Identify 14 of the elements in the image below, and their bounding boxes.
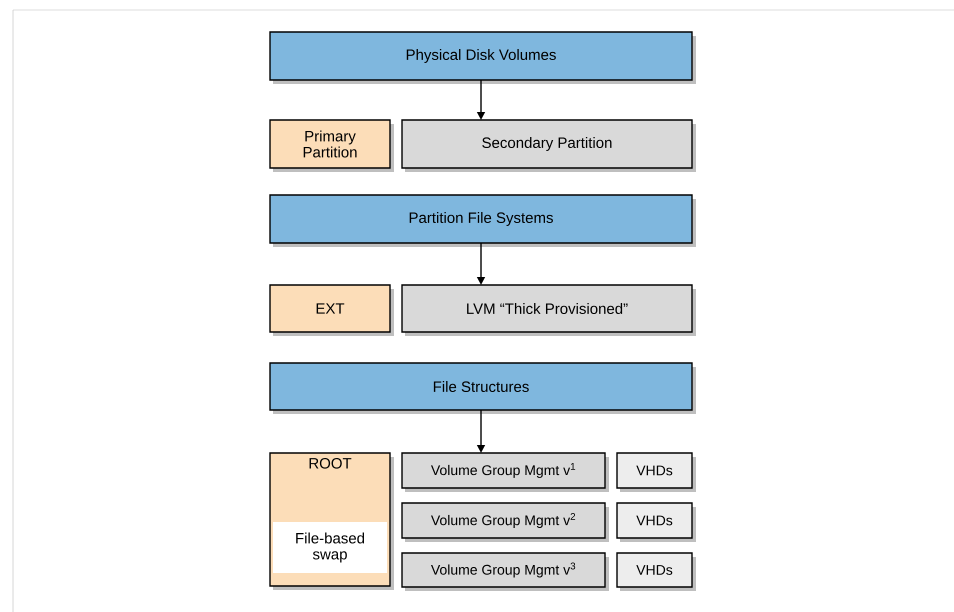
partition-box: Primary Partition (269, 119, 394, 172)
volume-group-box: Volume Group Mgmt v$^{2}$ (401, 502, 609, 542)
vhd-box: VHDs (616, 552, 696, 591)
layer-bar: File Structures (269, 362, 696, 414)
volume-group-box: Volume Group Mgmt v$^{3}$ (401, 552, 609, 591)
vhd-box: VHDs (616, 502, 696, 542)
partition-box: Secondary Partition (401, 119, 696, 172)
layer-bar: Physical Disk Volumes (269, 31, 696, 84)
volume-group-box: Volume Group Mgmt v$^{1}$ (401, 452, 609, 492)
layer-bar: Partition File Systems (269, 194, 696, 247)
swap-box: File-based swap (273, 522, 387, 573)
vhd-box: VHDs (616, 452, 696, 492)
file-system-box: LVM “Thick Provisioned” (401, 284, 696, 336)
file-system-box: EXT (269, 284, 394, 336)
